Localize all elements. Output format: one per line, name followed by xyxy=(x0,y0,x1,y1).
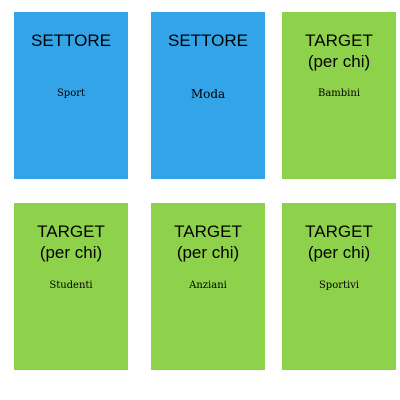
card-value: Bambini xyxy=(317,88,361,99)
card-title: TARGET (per chi) xyxy=(174,222,242,262)
card-title: TARGET (per chi) xyxy=(37,222,105,262)
card-target-studenti[interactable]: TARGET (per chi) Studenti xyxy=(14,203,128,370)
card-title: SETTORE xyxy=(31,31,111,50)
card-title: SETTORE xyxy=(168,31,248,50)
card-target-bambini[interactable]: TARGET (per chi) Bambini xyxy=(282,12,396,179)
card-settore-sport[interactable]: SETTORE Sport xyxy=(14,12,128,179)
card-target-sportivi[interactable]: TARGET (per chi) Sportivi xyxy=(282,203,396,370)
card-value: Sportivi xyxy=(318,280,360,291)
card-value: Studenti xyxy=(49,280,93,291)
card-title: TARGET (per chi) xyxy=(305,222,373,262)
card-value: Moda xyxy=(190,87,226,101)
card-settore-moda[interactable]: SETTORE Moda xyxy=(151,12,265,179)
card-value: Sport xyxy=(56,88,86,99)
card-value: Anziani xyxy=(189,280,227,291)
card-title: TARGET (per chi) xyxy=(305,31,373,71)
card-target-anziani[interactable]: TARGET (per chi) Anziani xyxy=(151,203,265,370)
